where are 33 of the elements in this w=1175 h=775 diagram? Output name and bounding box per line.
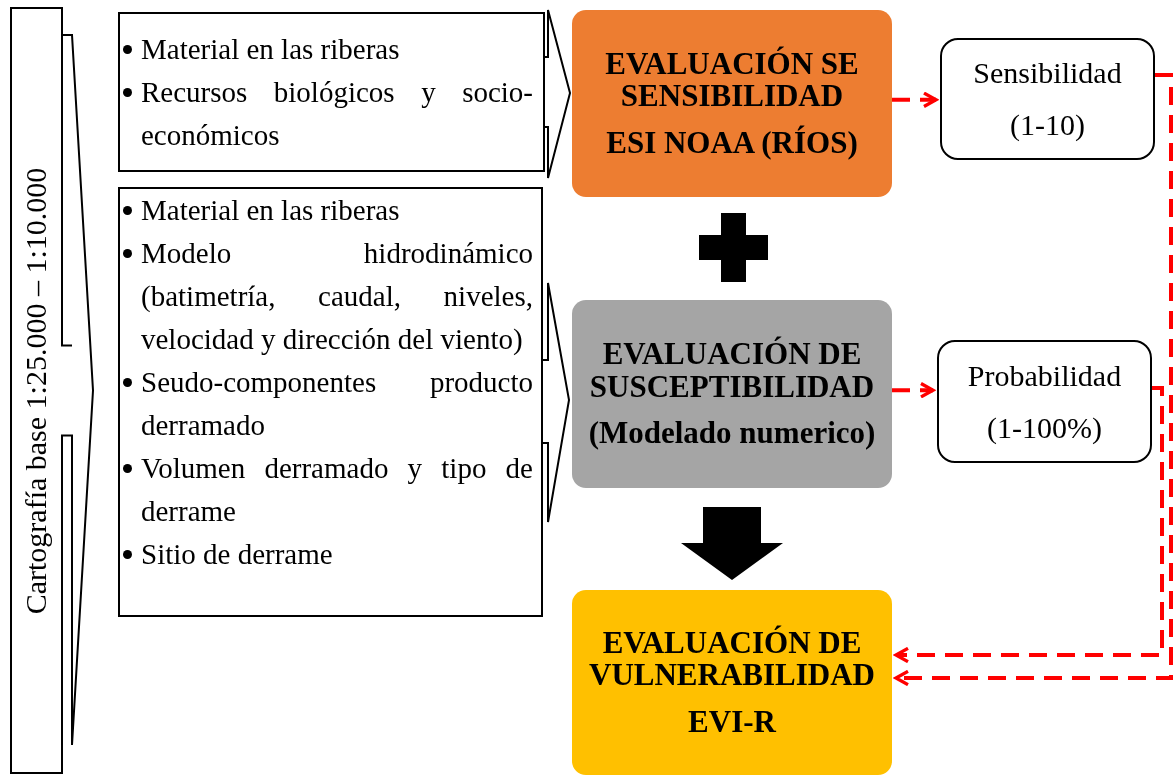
- box-title: EVALUACIÓN SE SENSIBILIDAD: [604, 47, 860, 113]
- callout-box: [10, 7, 95, 774]
- arrow: [894, 73, 1173, 687]
- bullet-item: Sitio de derrame: [122, 533, 533, 576]
- rounded-box: [940, 38, 1155, 160]
- value-range: (1-10): [1010, 107, 1085, 143]
- box-subtitle: ESI NOAA (RÍOS): [606, 126, 858, 160]
- arrow: [894, 386, 1164, 664]
- block-arrow: [681, 507, 783, 580]
- box-label: Sensibilidad: [973, 55, 1122, 91]
- arrow: [892, 381, 935, 399]
- box-subtitle: EVI-R: [688, 705, 776, 739]
- bullet-list-box: [118, 187, 543, 617]
- value-range: (1-100%): [987, 409, 1102, 446]
- bullet-item: Seudo-componentes producto derramado: [122, 361, 533, 447]
- box-subtitle: (Modelado numerico): [588, 417, 876, 450]
- bullet-item: Material en las riberas: [122, 189, 533, 232]
- callout-pointer: [542, 282, 570, 523]
- bullet-item: Modelo hidrodinámico (batimetría, caudal, niveles, velocidad y dirección del viento): [122, 232, 533, 361]
- process-box: [572, 10, 892, 197]
- process-box: [572, 300, 892, 488]
- arrow: [892, 91, 938, 109]
- callout-pointer: [544, 9, 572, 179]
- bullet-list-box: [118, 12, 545, 172]
- bullet-item: Material en las riberas: [122, 28, 533, 71]
- rounded-box: [937, 340, 1152, 463]
- bullet-item: Recursos biológicos y socio-económicos: [122, 71, 533, 157]
- bullet-item: Volumen derramado y tipo de derrame: [122, 447, 533, 533]
- box-title: EVALUACIÓN DE SUSCEPTIBILIDAD: [588, 338, 876, 404]
- box-label: Probabilidad: [967, 357, 1122, 394]
- vertical-label: Cartografía base 1:25.000 – 1:10.000: [19, 167, 53, 614]
- box-title: EVALUACIÓN DE VULNERABILIDAD: [588, 626, 876, 692]
- process-box: [572, 590, 892, 775]
